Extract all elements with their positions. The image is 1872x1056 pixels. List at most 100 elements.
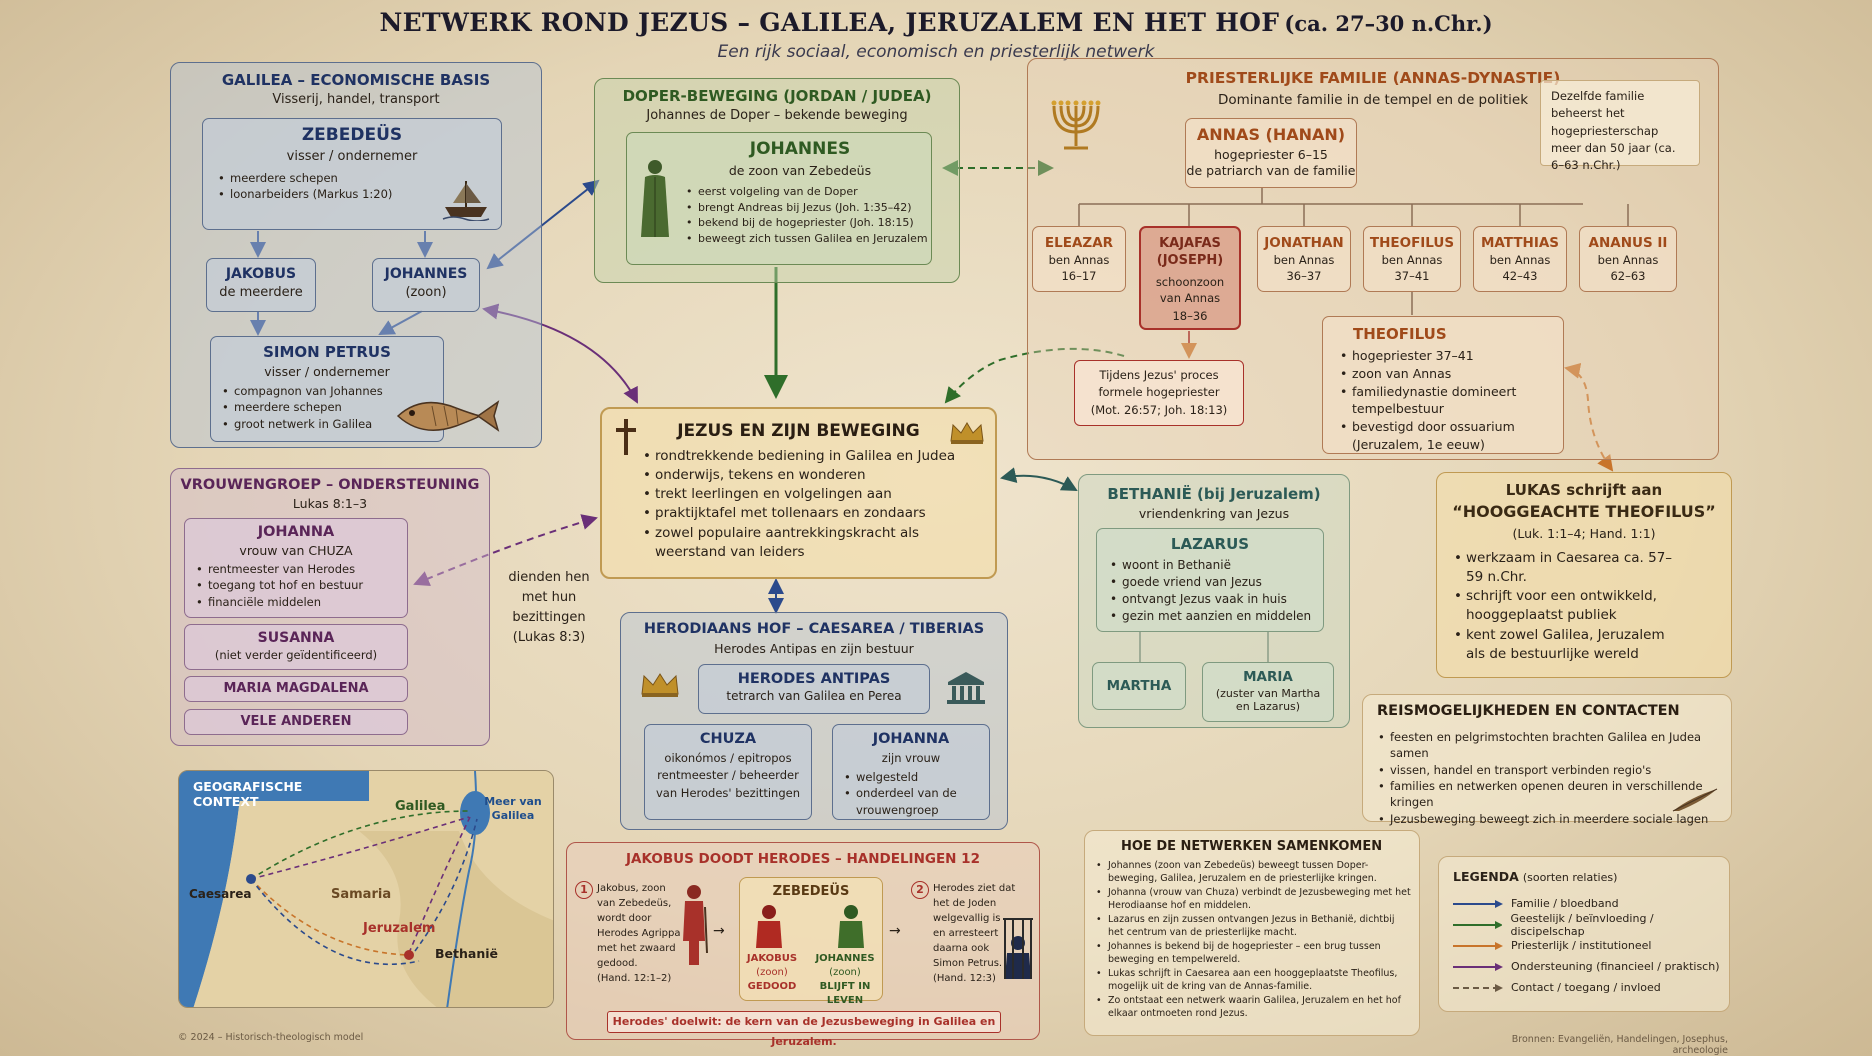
step-line: met het zwaard [597, 943, 676, 954]
jezus-item: praktijktafel met tollenaars en zondaars [642, 504, 972, 523]
johanna-hof-role: zijn vrouw [881, 751, 941, 765]
legend-line-family [1453, 899, 1503, 908]
map-label-galilea: Galilea [395, 799, 446, 814]
jakobus-fate: GEDOOD [747, 981, 797, 992]
lazarus-name: LAZARUS [1170, 535, 1250, 553]
step-line: gedood. [597, 958, 638, 969]
crown-icon [641, 673, 679, 697]
legend-heading: LEGENDA [1453, 869, 1519, 884]
legend-label: Contact / toegang / invloed [1511, 981, 1661, 994]
footer-copyright: © 2024 – Historisch-theologisch model [178, 1032, 364, 1043]
johanna-item: toegang tot hof en bestuur [195, 577, 363, 594]
son-card-kajafas: KAJAFAS (JOSEPH) schoonzoon van Annas 18… [1139, 226, 1241, 330]
johanna-hof-card: JOHANNA zijn vrouw welgesteld onderdeel … [832, 724, 990, 820]
step-line: Jakobus, zoon [597, 883, 666, 894]
legend-item: Geestelijk / beïnvloeding / discipelscha… [1453, 911, 1729, 938]
son-line1: ben Annas [1489, 253, 1551, 267]
son-card-eleazar: ELEAZAR ben Annas 16–17 [1032, 226, 1126, 292]
proces-card: Tijdens Jezus' proces formele hogepriest… [1074, 360, 1244, 426]
lazarus-item: gezin met aanzien en middelen [1109, 608, 1311, 625]
samenkomen-item: Lazarus en zijn zussen ontvangen Jezus i… [1095, 913, 1413, 940]
legend-line-support [1453, 962, 1503, 971]
mediterranean-sea [179, 771, 243, 1007]
johanna-hof-item: welgesteld [843, 769, 989, 786]
son-name: THEOFILUS [1369, 235, 1455, 251]
legend-label: Familie / bloedband [1511, 897, 1619, 910]
zebedeus-card: ZEBEDEÜS visser / ondernemer meerdere sc… [202, 118, 502, 230]
samenkomen-item: Johannes (zoon van Zebedeüs) beweegt tus… [1095, 859, 1413, 886]
step-line: welgevallig is [933, 913, 1001, 924]
title-period: (ca. 27–30 n.Chr.) [1284, 11, 1493, 36]
johannes-figure-icon [838, 905, 864, 948]
son-name: MATTHIAS [1480, 235, 1560, 251]
map-label-samaria: Samaria [331, 887, 392, 902]
samenkomen-item: Lukas schrijft in Caesarea aan een hoogg… [1095, 967, 1413, 994]
maria-magdalena-card: MARIA MAGDALENA [184, 676, 408, 702]
samenkomen-item: Zo ontstaat een netwerk waarin Galilea, … [1095, 994, 1413, 1021]
proces-line: (Mot. 26:57; Joh. 18:13) [1090, 402, 1228, 417]
samenkomen-heading: HOE DE NETWERKEN SAMENKOMEN [1121, 839, 1383, 854]
doper-heading: DOPER-BEWEGING (JORDAN / JUDEA) [622, 87, 932, 105]
jakobus-role: de meerdere [219, 285, 303, 300]
simon-item: compagnon van Johannes [221, 383, 383, 400]
theofilus-card: THEOFILUS hogepriester 37–41 zoon van An… [1322, 316, 1564, 454]
ship-icon [442, 181, 490, 221]
theofilus-item: familiedynastie domineert tempelbestuur [1339, 383, 1559, 419]
johannes-doper-name: JOHANNES [749, 139, 851, 159]
susanna-card: SUSANNA (niet verder geïdentificeerd) [184, 624, 408, 670]
johannes-name: JOHANNES [384, 266, 468, 282]
map-label-caesarea: Caesarea [189, 887, 252, 901]
menorah-icon [1051, 100, 1101, 150]
lukas-panel: LUKAS schrijft aan “HOOGGEACHTE THEOFILU… [1436, 472, 1732, 678]
samenkomen-item: Johanna (vrouw van Chuza) verbindt de Je… [1095, 886, 1413, 913]
johannes-son-name: JOHANNES [815, 953, 875, 964]
jakobus-herodes-panel: JAKOBUS DOODT HERODES – HANDELINGEN 12 1… [566, 842, 1040, 1048]
step-line: wordt door [597, 913, 652, 924]
arrow-proces-jezus [944, 347, 1125, 404]
legend-item: Ondersteuning (financieel / praktisch) [1453, 956, 1729, 977]
galilea-heading: GALILEA – ECONOMISCHE BASIS [221, 71, 491, 89]
lazarus-item: woont in Bethanië [1109, 557, 1311, 574]
arrow-jezus-bethanie [1000, 467, 1078, 491]
samenkomen-item: Johannes is bekend bij de hogepriester –… [1095, 940, 1413, 967]
step-line: Simon Petrus. [933, 958, 1003, 969]
proces-line: Tijdens Jezus' proces [1099, 368, 1219, 382]
chuza-line: rentmeester / beheerder [657, 768, 799, 783]
jakobus-card: JAKOBUS de meerdere [206, 258, 316, 312]
arrow-right-icon: → [889, 923, 901, 939]
subtitle: Een rijk sociaal, economisch en priester… [717, 42, 1155, 62]
arrow-johannes-jezus [482, 303, 638, 404]
legend-line-spiritual [1453, 920, 1503, 929]
kajafas-line2: 18–36 [1172, 309, 1208, 324]
son-line1: ben Annas [1381, 253, 1443, 267]
fish-icon [396, 400, 500, 432]
annas-name: ANNAS (HANAN) [1196, 125, 1346, 144]
simon-name: SIMON PETRUS [263, 343, 391, 361]
son-line2: 42–43 [1502, 269, 1538, 283]
arrow-theofilus-lukas [1564, 362, 1614, 472]
legend-item: Priesterlijk / institutioneel [1453, 935, 1729, 956]
son-card-matthias: MATTHIAS ben Annas 42–43 [1473, 226, 1567, 292]
zebedeus-sons-title: ZEBEDEÜS [772, 884, 850, 899]
johannes-role: (zoon) [405, 285, 447, 300]
johanna-name: JOHANNA [257, 524, 335, 540]
johannes-doper-item: eerst volgeling van de Doper [685, 184, 928, 200]
johanna-hof-item: onderdeel van de vrouwengroep [843, 785, 989, 818]
son-name: JONATHAN [1264, 235, 1344, 251]
step-line: daarna ook [933, 943, 990, 954]
maria-bethanie-card: MARIA (zuster van Martha en Lazarus) [1202, 662, 1334, 722]
step-2-text: Herodes ziet dat het de Joden welgevalli… [933, 881, 1017, 986]
lukas-ref: (Luk. 1:1–4; Hand. 1:1) [1512, 526, 1656, 541]
kajafas-line1: schoonzoon van Annas [1155, 274, 1225, 306]
antipas-card: HERODES ANTIPAS tetrarch van Galilea en … [698, 664, 930, 714]
jezus-heading: JEZUS EN ZIJN BEWEGING [677, 421, 920, 441]
vrouwen-sub: Lukas 8:1–3 [292, 496, 368, 511]
legend-label: Geestelijk / beïnvloeding / discipelscha… [1510, 911, 1654, 938]
son-line2: 37–41 [1394, 269, 1430, 283]
lazarus-card: LAZARUS woont in Bethanië goede vriend v… [1096, 528, 1324, 632]
zebedeus-name: ZEBEDEÜS [301, 125, 403, 145]
simon-item: groot netwerk in Galilea [221, 416, 383, 433]
simon-role: visser / ondernemer [264, 364, 390, 379]
vrouwen-note-line: met hun bezittingen [512, 590, 586, 626]
johannes-doper-item: brengt Andreas bij Jezus (Joh. 1:35–42) [685, 200, 928, 216]
